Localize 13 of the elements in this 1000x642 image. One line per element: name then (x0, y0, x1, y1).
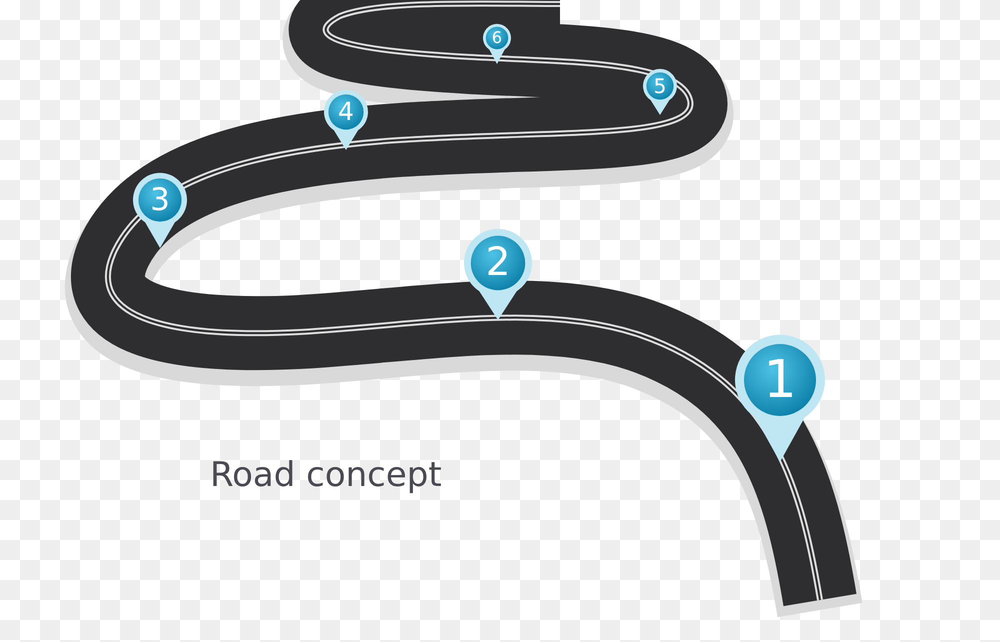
pin-number: 3 (149, 181, 171, 220)
map-pin (483, 24, 511, 64)
map-pin (133, 173, 187, 248)
pin-number: 2 (484, 239, 512, 287)
pin-number: 4 (337, 96, 355, 128)
map-pin (643, 69, 677, 115)
map-pin (735, 335, 825, 462)
caption-text: Road concept (210, 455, 442, 495)
map-pin (464, 229, 532, 320)
pin-number: 6 (490, 27, 504, 49)
map-pin (324, 90, 368, 150)
pin-number: 5 (652, 73, 668, 100)
pin-number: 1 (762, 349, 798, 412)
